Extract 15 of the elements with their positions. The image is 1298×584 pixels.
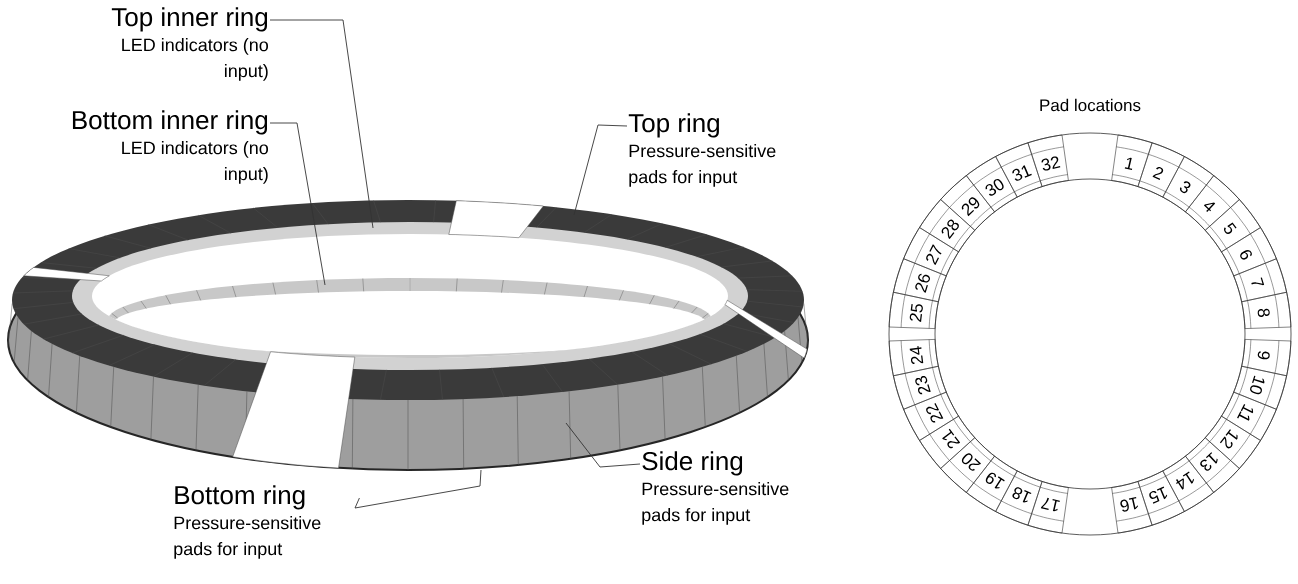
callout-text: Top inner ring LED indicators (no input)	[111, 7, 268, 81]
panel-title: Pad locations	[1040, 98, 1141, 112]
callout-text: Bottom ring Pressure-sensitive pads for input	[174, 485, 321, 559]
leader-line	[269, 122, 326, 286]
leader-line	[354, 469, 482, 509]
leader-line	[565, 422, 641, 468]
callout-text: Bottom inner ring LED indicators (no input)	[72, 110, 268, 184]
callout-text: Top ring Pressure-sensitive pads for input	[628, 113, 776, 187]
callout-text: Side ring Pressure-sensitive pads for input	[642, 451, 789, 525]
pad-cell: 9	[1241, 339, 1292, 377]
pad-cell: 1	[1111, 134, 1153, 187]
leader-line	[573, 124, 628, 216]
pad-cell: 24	[888, 339, 939, 377]
pad-cell: 8	[1241, 291, 1292, 329]
leader-line	[269, 19, 374, 229]
